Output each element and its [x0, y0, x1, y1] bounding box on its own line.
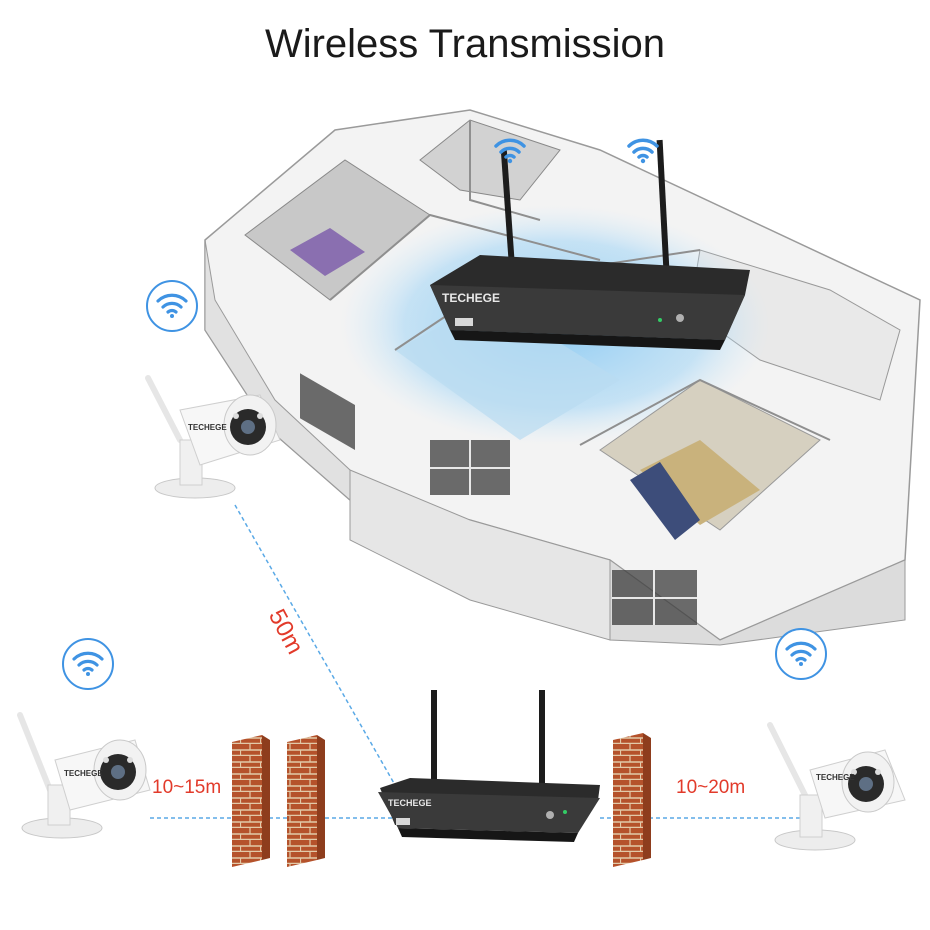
- svg-text:TECHEGE: TECHEGE: [64, 769, 103, 778]
- svg-text:TECHEGE: TECHEGE: [816, 773, 855, 782]
- signal-line-diagonal: [234, 504, 396, 786]
- wifi-icon: [146, 280, 198, 332]
- svg-text:TECHEGE: TECHEGE: [188, 423, 227, 432]
- wifi-icon: [775, 628, 827, 680]
- page-title: Wireless Transmission: [264, 22, 666, 66]
- camera-top-left: TECHEGE: [145, 375, 281, 499]
- camera-bottom-right: TECHEGE: [767, 722, 906, 851]
- distance-label-right: 10~20m: [676, 777, 746, 798]
- brick-wall-left-1: [232, 735, 270, 867]
- nvr-brand-label: TECHEGE: [442, 291, 500, 305]
- nvr-brand-label: TECHEGE: [388, 798, 432, 808]
- wifi-icon: [494, 138, 526, 164]
- brick-wall-right: [613, 733, 651, 867]
- brick-wall-left-2: [287, 735, 325, 867]
- distance-label-left: 10~15m: [152, 777, 222, 798]
- wifi-icon: [627, 138, 659, 164]
- wifi-icon: [62, 638, 114, 690]
- camera-bottom-left: TECHEGE: [17, 712, 151, 839]
